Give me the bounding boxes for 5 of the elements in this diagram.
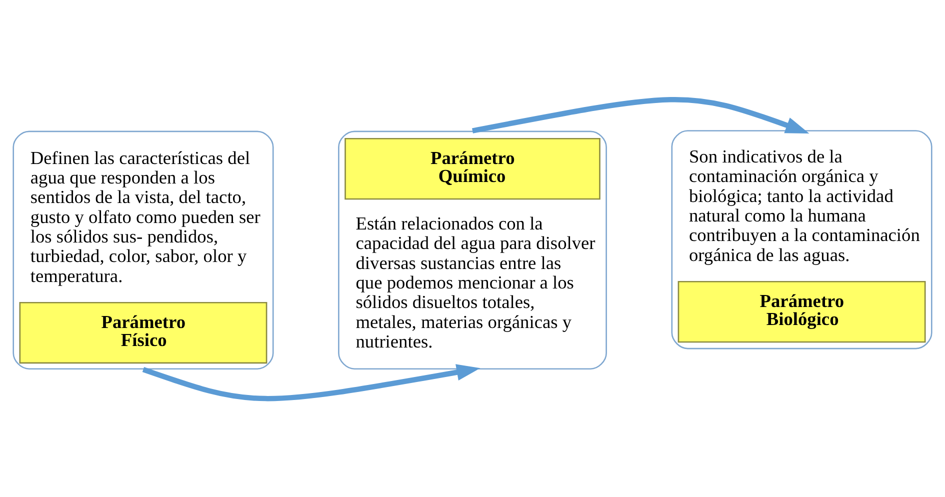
- node-box: Parámetro Químico Están relacionados con la capacidad del agua para disolver diversas sustancias entre las que podemos mencionar a los sólidos disueltos totales, metales, materias orgánicas y nutrientes.: [338, 130, 607, 370]
- node-box: Son indicativos de la contaminación orgánica y biológica; tanto la actividad natural como la humana contribuyen a la contaminación orgánica de las aguas. Parámetro Biológico: [671, 130, 932, 349]
- arrow: [142, 364, 480, 401]
- node-box: Definen las características del agua que responden a los sentidos de la vista, del tacto, gusto y olfato como pueden ser los sólidos sus- pendidos, turbiedad, color, sabor, olor y temperatura. Parámetro Físico: [12, 130, 274, 370]
- arrow: [472, 96, 810, 133]
